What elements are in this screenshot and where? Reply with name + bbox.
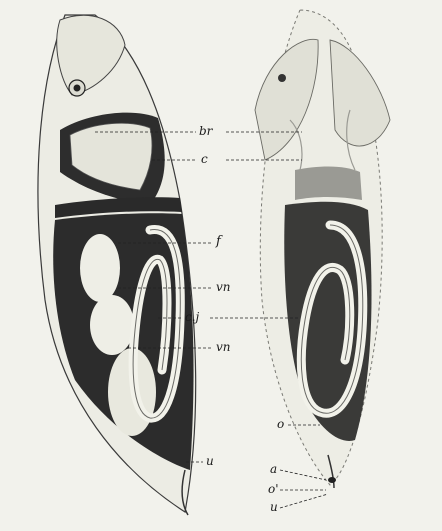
leader-u-right: [280, 494, 328, 508]
label-c: c: [201, 153, 208, 165]
left-pale-organ-1: [80, 234, 120, 302]
left-pale-organ-2: [90, 295, 134, 355]
right-eye: [278, 74, 286, 82]
label-vn-lower: vn: [216, 341, 231, 353]
left-specimen: [38, 15, 196, 515]
label-u-left: u: [206, 455, 214, 467]
label-u-right: u: [270, 501, 278, 513]
label-o-prime: o': [268, 483, 279, 495]
label-f: f: [216, 236, 221, 248]
right-specimen: [255, 10, 390, 488]
label-o: o: [277, 418, 284, 430]
label-cj: c.j: [185, 311, 199, 323]
label-a: a: [270, 463, 277, 475]
label-vn-upper: vn: [216, 281, 231, 293]
leader-a: [280, 470, 326, 480]
label-br: br: [199, 125, 212, 137]
right-head-lobe-right: [330, 40, 390, 146]
